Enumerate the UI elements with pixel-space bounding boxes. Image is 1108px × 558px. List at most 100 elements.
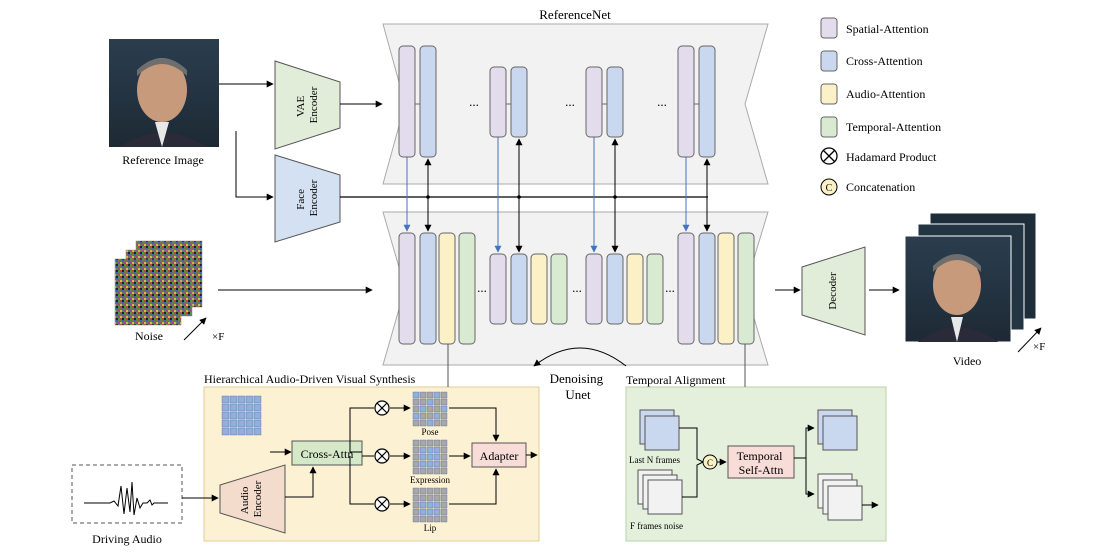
svg-text:VAE Encoder: VAE Encoder (295, 86, 320, 123)
grid-cell (412, 453, 420, 461)
grid-cell (237, 395, 246, 404)
grid-cell (440, 487, 448, 495)
grid-cell (229, 395, 238, 404)
grid-cell (426, 467, 434, 475)
grid-cell (426, 391, 434, 399)
grid-cell (433, 391, 441, 399)
last-n-frames (639, 409, 680, 451)
grid-cell (245, 403, 254, 412)
unet-spatial-block-1 (398, 232, 416, 345)
grid-cell (440, 439, 448, 447)
unet-audio-block-1 (438, 232, 456, 345)
vae-encoder-line1: VAE (295, 96, 307, 117)
grid-cell (412, 487, 420, 495)
grid-cell (253, 419, 262, 428)
grid-cell (419, 412, 427, 420)
noise-label: Noise (135, 329, 163, 343)
grid-cell (433, 439, 441, 447)
grid-cell (433, 446, 441, 454)
grid-cell (440, 453, 448, 461)
audio-token-grid (221, 395, 262, 436)
unet-blocks (398, 232, 755, 345)
grid-cell (412, 412, 420, 420)
video-label: Video (953, 354, 982, 368)
output-last-frames (817, 409, 858, 451)
video-frames-label: ×F (1033, 341, 1045, 353)
grid-cell (440, 508, 448, 516)
grid-cell (433, 494, 441, 502)
legend-label-concatenation: Concatenation (846, 180, 915, 194)
ref-ellipsis-3: ... (657, 94, 667, 109)
face-encoder-line2: Encoder (308, 179, 320, 216)
legend-swatch-spatial (820, 17, 838, 39)
grid-cell (221, 427, 230, 436)
legend-swatch-temporal (820, 116, 838, 138)
grid-cell (433, 412, 441, 420)
grid-cell (221, 419, 230, 428)
grid-cell (229, 403, 238, 412)
audio-waveform (84, 481, 168, 516)
legend-label-hadamard: Hadamard Product (846, 150, 937, 164)
grid-cell (419, 487, 427, 495)
unet-temporal-block-4 (737, 232, 755, 345)
grid-cell (433, 398, 441, 406)
grid-cell (419, 398, 427, 406)
grid-cell (412, 508, 420, 516)
unet-spatial-block-4 (677, 232, 695, 345)
face-encoder: Face Encoder (274, 154, 341, 243)
grid-cell (433, 405, 441, 413)
concat-op-symbol: C (707, 458, 713, 468)
adapter-block (471, 442, 527, 468)
vae-encoder: VAE Encoder (274, 60, 341, 150)
temporal-title: Temporal Alignment (626, 373, 726, 387)
svg-text:Audio Encoder: Audio Encoder (239, 480, 264, 517)
grid-cell (419, 439, 427, 447)
grid-cell (237, 411, 246, 420)
grid-cell (412, 419, 420, 427)
noise-stack (114, 240, 203, 326)
branch-lines (349, 404, 411, 508)
ref-ellipsis-1: ... (469, 94, 479, 109)
grid-cell (440, 446, 448, 454)
audio-encoder-line1: Audio (239, 486, 251, 514)
pose-label: Pose (421, 427, 438, 437)
ref-ellipsis-2: ... (565, 94, 575, 109)
grid-cell (245, 411, 254, 420)
unet-temporal-block-3 (646, 253, 664, 325)
grid-cell (433, 453, 441, 461)
unet-temporal-block-1 (458, 232, 476, 345)
grid-cell (440, 412, 448, 420)
grid-cell (419, 515, 427, 523)
grid-cell (419, 501, 427, 509)
unet-ellipsis-2: ... (572, 280, 582, 295)
expression-label: Expression (410, 475, 450, 485)
unet-audio-block-2 (530, 253, 548, 325)
grid-cell (253, 411, 262, 420)
grid-cell (433, 501, 441, 509)
unet-cross-block-2 (510, 253, 528, 325)
legend-label-spatial: Spatial-Attention (846, 22, 929, 36)
grid-cell (237, 403, 246, 412)
grid-cell (419, 419, 427, 427)
grid-cell (426, 460, 434, 468)
hadamard-icon (820, 147, 838, 165)
grid-cell (426, 446, 434, 454)
grid-cell (440, 515, 448, 523)
grid-cell (245, 427, 254, 436)
grid-cell (229, 419, 238, 428)
expression-mask-grid (412, 439, 448, 475)
grid-cell (426, 419, 434, 427)
grid-cell (412, 439, 420, 447)
concatenation-icon: C (820, 178, 838, 196)
noise-frames-label: ×F (212, 331, 224, 343)
cross-attn-label: Cross-Attn (301, 447, 354, 461)
grid-cell (412, 515, 420, 523)
grid-cell (253, 427, 262, 436)
grid-cell (440, 391, 448, 399)
face-encoder-line1: Face (295, 189, 307, 210)
referencenet-title: ReferenceNet (539, 7, 611, 22)
grid-cell (419, 460, 427, 468)
face-feature-arrows (424, 138, 711, 253)
grid-cell (433, 487, 441, 495)
grid-cell (229, 427, 238, 436)
